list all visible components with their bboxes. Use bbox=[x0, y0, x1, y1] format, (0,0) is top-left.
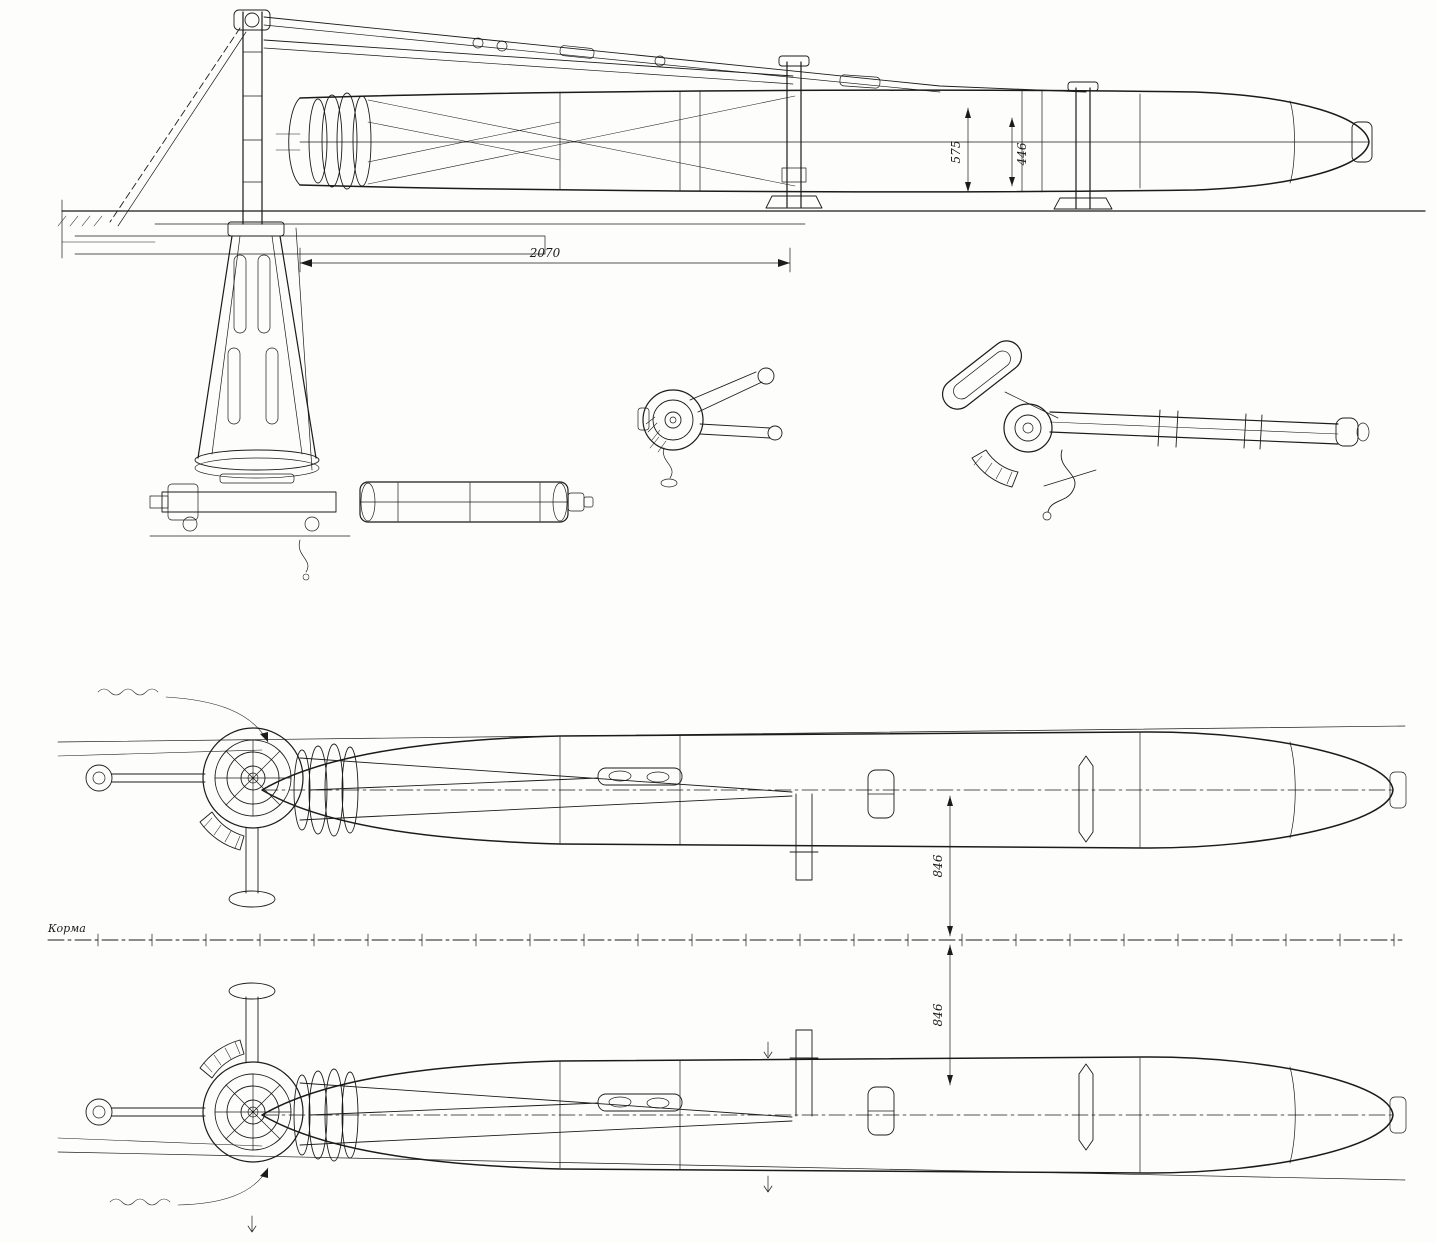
guide-bracket-lower bbox=[789, 1029, 819, 1117]
turnbuckle-link bbox=[597, 767, 683, 786]
dimension-vertical-side: 575 446 bbox=[949, 107, 1029, 193]
torpedo-side-view bbox=[275, 89, 1373, 193]
dimension-plan-lower: 846 bbox=[931, 944, 953, 1086]
plan-view-upper: 846 bbox=[57, 688, 1407, 937]
handle-knob bbox=[757, 367, 775, 385]
dimension-overall-length: 2070 bbox=[299, 246, 791, 273]
dim-plan-upper-text: 846 bbox=[931, 854, 945, 877]
training-handle-knob bbox=[85, 764, 113, 792]
detail-view-training-gear bbox=[637, 367, 783, 488]
dim-plan-lower-text: 846 bbox=[931, 1003, 945, 1026]
training-turret-upper bbox=[199, 727, 304, 851]
side-elevation-view: 2070 575 446 bbox=[57, 9, 1426, 581]
guide-bracket-upper bbox=[789, 793, 819, 881]
training-rack-sector bbox=[199, 1039, 245, 1079]
pulley-icon bbox=[244, 12, 260, 28]
handwritten-annotation-lower bbox=[109, 1167, 269, 1233]
training-turret-lower bbox=[199, 1039, 304, 1163]
launch-frame-side bbox=[109, 9, 1087, 227]
stop-cleat-upper bbox=[1078, 755, 1094, 843]
deck-lines bbox=[57, 199, 1426, 259]
support-posts bbox=[765, 55, 1113, 210]
reference-arrow-upper bbox=[763, 1041, 773, 1059]
lanyard-hook bbox=[298, 539, 309, 573]
graduated-sector bbox=[971, 449, 1019, 488]
dim-side-a-text: 575 bbox=[949, 141, 963, 164]
detail-view-elevating-gear bbox=[941, 340, 1370, 521]
centerline-ruler: Корма bbox=[47, 922, 1403, 947]
carriage-and-air-flask bbox=[149, 481, 594, 581]
turnbuckle-link bbox=[597, 1093, 683, 1112]
dim-overall-length-text: 2070 bbox=[529, 246, 561, 260]
training-rack-sector bbox=[199, 811, 245, 851]
reference-arrow-lower bbox=[763, 1175, 773, 1193]
dimension-plan-upper: 846 bbox=[931, 795, 953, 937]
stop-cleat-lower bbox=[1078, 1063, 1094, 1151]
handwritten-annotation-upper bbox=[97, 688, 269, 743]
stern-label: Корма bbox=[47, 922, 86, 935]
locking-lever bbox=[1047, 449, 1076, 513]
pedestal-cone bbox=[194, 221, 320, 484]
training-handle-knob bbox=[85, 1098, 113, 1126]
plan-view-lower: 846 bbox=[57, 944, 1407, 1233]
dim-side-b-text: 446 bbox=[1015, 142, 1029, 166]
